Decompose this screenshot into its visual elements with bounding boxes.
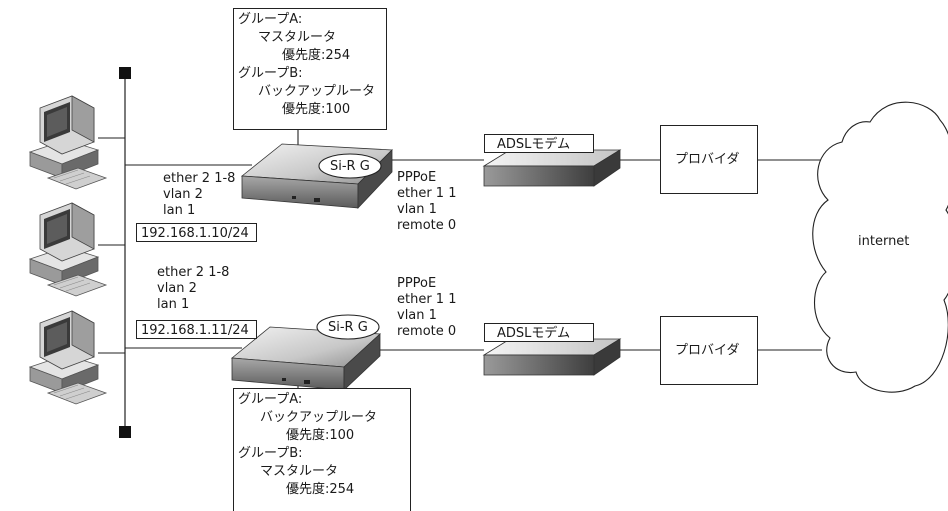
group-b-role: マスタルータ bbox=[260, 464, 339, 479]
modem-bottom-icon bbox=[482, 338, 622, 376]
internet-label: internet bbox=[858, 234, 910, 249]
group-a-role: バックアップルータ bbox=[260, 410, 378, 425]
ip-address-bottom: 192.168.1.11/24 bbox=[136, 320, 257, 339]
wan-remote-top: remote 0 bbox=[397, 218, 457, 233]
wan-ether-top: ether 1 1 bbox=[397, 186, 457, 201]
lan-vlan-bottom: vlan 2 bbox=[157, 281, 197, 296]
wan-vlan-bottom: vlan 1 bbox=[397, 308, 437, 323]
group-a-label: グループA: bbox=[238, 12, 303, 27]
group-b-label: グループB: bbox=[238, 446, 303, 461]
router-top-icon bbox=[240, 143, 393, 210]
wan-ether-bottom: ether 1 1 bbox=[397, 292, 457, 307]
group-b-label: グループB: bbox=[238, 66, 303, 81]
group-b-priority: 優先度:100 bbox=[282, 102, 351, 117]
group-b-priority: 優先度:254 bbox=[286, 482, 355, 497]
router-top-label: Si-R G bbox=[330, 159, 370, 174]
router-bottom-label: Si-R G bbox=[328, 320, 368, 335]
wan-pppoe-top: PPPoE bbox=[397, 170, 437, 185]
wan-vlan-top: vlan 1 bbox=[397, 202, 437, 217]
lan-vlan-top: vlan 2 bbox=[163, 187, 203, 202]
wan-remote-bottom: remote 0 bbox=[397, 324, 457, 339]
modem-top-icon bbox=[482, 149, 622, 187]
modem-bottom-label: ADSLモデム bbox=[484, 323, 594, 342]
lan-ether-bottom: ether 2 1-8 bbox=[157, 265, 230, 280]
bus-terminator-bottom bbox=[119, 426, 131, 438]
group-a-priority: 優先度:254 bbox=[282, 48, 351, 63]
lan-lan-bottom: lan 1 bbox=[157, 297, 190, 312]
group-b-role: バックアップルータ bbox=[258, 84, 376, 99]
ip-address-top: 192.168.1.10/24 bbox=[136, 223, 257, 242]
provider-bottom-box: プロバイダ bbox=[660, 316, 758, 385]
pc-3-icon bbox=[29, 310, 107, 405]
wan-pppoe-bottom: PPPoE bbox=[397, 276, 437, 291]
group-priority-box-bottom: グループA: バックアップルータ 優先度:100 グループB: マスタルータ 優… bbox=[233, 388, 411, 511]
group-a-priority: 優先度:100 bbox=[286, 428, 355, 443]
provider-top-box: プロバイダ bbox=[660, 125, 758, 194]
group-priority-box-top: グループA: マスタルータ 優先度:254 グループB: バックアップルータ 優… bbox=[233, 8, 387, 130]
pc-1-icon bbox=[29, 95, 107, 190]
bus-terminator-top bbox=[119, 67, 131, 79]
group-a-role: マスタルータ bbox=[258, 30, 337, 45]
group-a-label: グループA: bbox=[238, 392, 303, 407]
pc-2-icon bbox=[29, 202, 107, 297]
internet-cloud-icon bbox=[812, 101, 948, 393]
modem-top-label: ADSLモデム bbox=[484, 134, 594, 153]
lan-ether-top: ether 2 1-8 bbox=[163, 171, 236, 186]
lan-lan-top: lan 1 bbox=[163, 203, 196, 218]
